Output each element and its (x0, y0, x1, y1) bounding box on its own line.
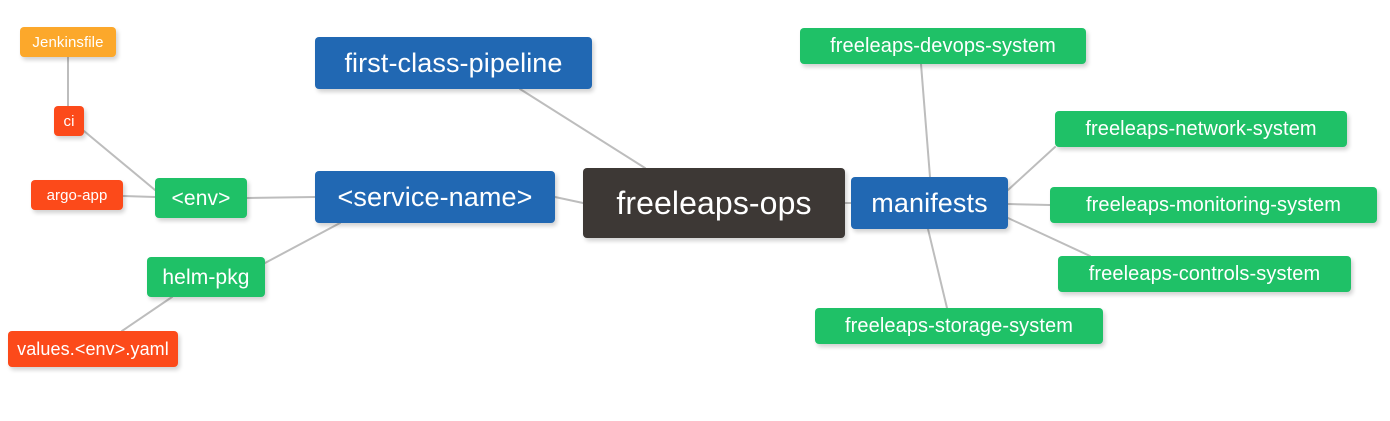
edge-freeleaps-ops-to-first-class-pipeline (519, 88, 646, 169)
node-label-first-class-pipeline: first-class-pipeline (344, 47, 563, 78)
edge-manifests-to-freeleaps-monitoring-system (1007, 203, 1051, 206)
edge-manifests-to-freeleaps-storage-system (927, 228, 948, 309)
node-label-manifests: manifests (871, 187, 988, 218)
node-label-jenkinsfile: Jenkinsfile (32, 33, 104, 51)
node-service-name[interactable]: <service-name> (315, 171, 555, 223)
node-label-freeleaps-devops-system: freeleaps-devops-system (830, 35, 1056, 57)
edge-env-to-argo-app (122, 195, 156, 198)
edge-manifests-to-freeleaps-controls-system (1007, 217, 1091, 257)
edge-service-name-to-helm-pkg (264, 222, 341, 264)
edge-helm-pkg-to-values-env-yaml (121, 296, 173, 332)
edge-service-name-to-env (246, 196, 316, 199)
edge-freeleaps-ops-to-service-name (554, 196, 584, 204)
node-first-class-pipeline[interactable]: first-class-pipeline (315, 37, 592, 89)
edge-manifests-to-freeleaps-network-system (1007, 146, 1056, 191)
node-label-ci: ci (63, 112, 75, 130)
node-manifests[interactable]: manifests (851, 177, 1008, 229)
node-freeleaps-storage-system[interactable]: freeleaps-storage-system (815, 308, 1103, 344)
node-freeleaps-monitoring-system[interactable]: freeleaps-monitoring-system (1050, 187, 1377, 223)
node-label-service-name: <service-name> (337, 181, 533, 212)
node-jenkinsfile[interactable]: Jenkinsfile (20, 27, 116, 57)
node-argo-app[interactable]: argo-app (31, 180, 123, 210)
node-label-values-env-yaml: values.<env>.yaml (17, 339, 169, 359)
edge-manifests-to-freeleaps-devops-system (920, 63, 931, 178)
node-label-freeleaps-monitoring-system: freeleaps-monitoring-system (1085, 194, 1341, 216)
node-label-freeleaps-network-system: freeleaps-network-system (1085, 118, 1317, 140)
node-freeleaps-devops-system[interactable]: freeleaps-devops-system (800, 28, 1086, 64)
node-freeleaps-ops[interactable]: freeleaps-ops (583, 168, 845, 238)
node-label-argo-app: argo-app (46, 186, 108, 204)
node-ci[interactable]: ci (54, 106, 84, 136)
node-helm-pkg[interactable]: helm-pkg (147, 257, 265, 297)
node-label-helm-pkg: helm-pkg (162, 265, 250, 289)
node-freeleaps-controls-system[interactable]: freeleaps-controls-system (1058, 256, 1351, 292)
node-label-freeleaps-storage-system: freeleaps-storage-system (844, 315, 1074, 337)
node-freeleaps-network-system[interactable]: freeleaps-network-system (1055, 111, 1347, 147)
node-label-freeleaps-controls-system: freeleaps-controls-system (1088, 263, 1321, 285)
node-values-env-yaml[interactable]: values.<env>.yaml (8, 331, 178, 367)
node-label-env: <env> (171, 186, 231, 210)
node-env[interactable]: <env> (155, 178, 247, 218)
node-label-freeleaps-ops: freeleaps-ops (616, 185, 812, 221)
